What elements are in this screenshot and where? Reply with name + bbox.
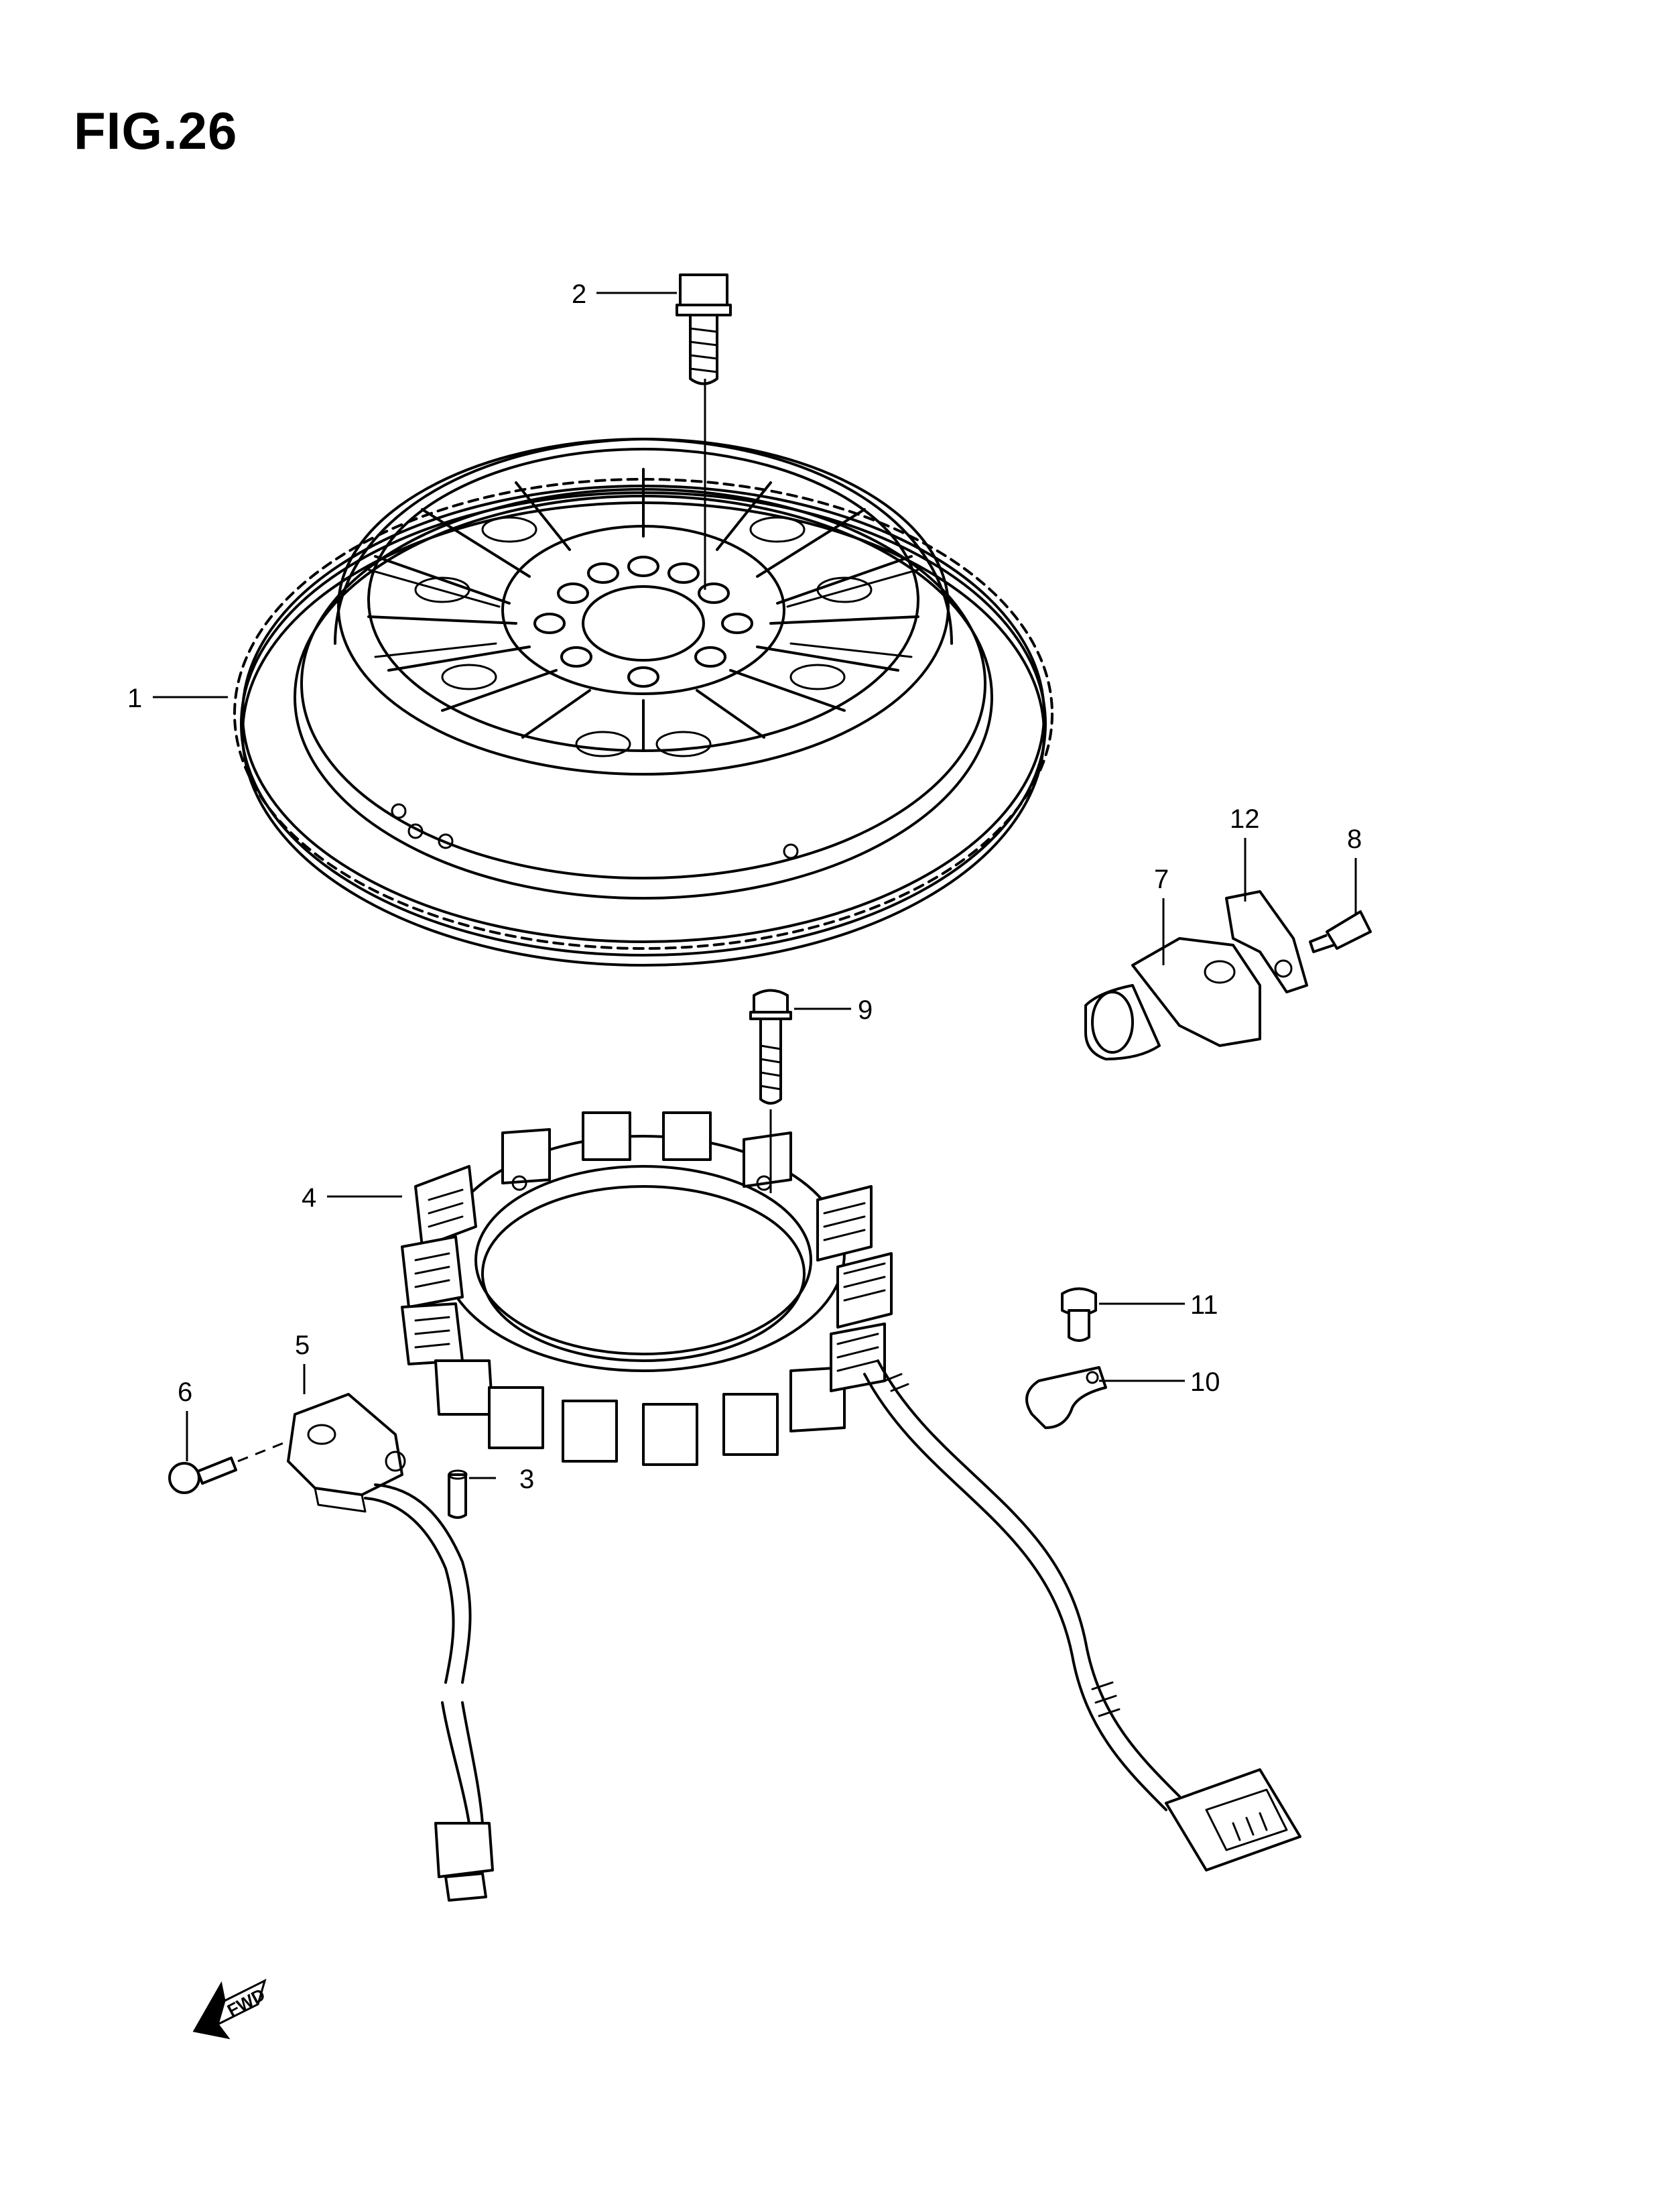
callout-6: 6 bbox=[178, 1377, 192, 1407]
clamp-drawing bbox=[1025, 1287, 1107, 1429]
callout-1: 1 bbox=[127, 684, 142, 713]
callout-9: 9 bbox=[858, 995, 873, 1025]
callout-leaders bbox=[153, 292, 1357, 1479]
pulser-coil-drawing bbox=[168, 1393, 494, 1902]
flywheel-drawing bbox=[233, 438, 1053, 967]
callout-2: 2 bbox=[572, 280, 586, 309]
callout-3: 3 bbox=[519, 1465, 534, 1494]
callout-10: 10 bbox=[1190, 1367, 1220, 1397]
callout-5: 5 bbox=[295, 1331, 310, 1360]
callout-7: 7 bbox=[1154, 865, 1169, 894]
callout-12: 12 bbox=[1230, 804, 1260, 834]
callout-8: 8 bbox=[1347, 824, 1362, 854]
sensor-drawing bbox=[1084, 890, 1372, 1060]
callout-4: 4 bbox=[302, 1183, 316, 1213]
callout-11: 11 bbox=[1190, 1290, 1218, 1320]
flywheel-bolt-drawing bbox=[676, 273, 732, 590]
figure-title: FIG.26 bbox=[74, 101, 238, 160]
dowel-pin-drawing bbox=[448, 1469, 468, 1519]
forward-arrow-icon: FWD bbox=[192, 1979, 268, 2040]
stator-drawing bbox=[401, 1111, 1301, 1871]
stator-bolt-drawing bbox=[749, 989, 792, 1193]
